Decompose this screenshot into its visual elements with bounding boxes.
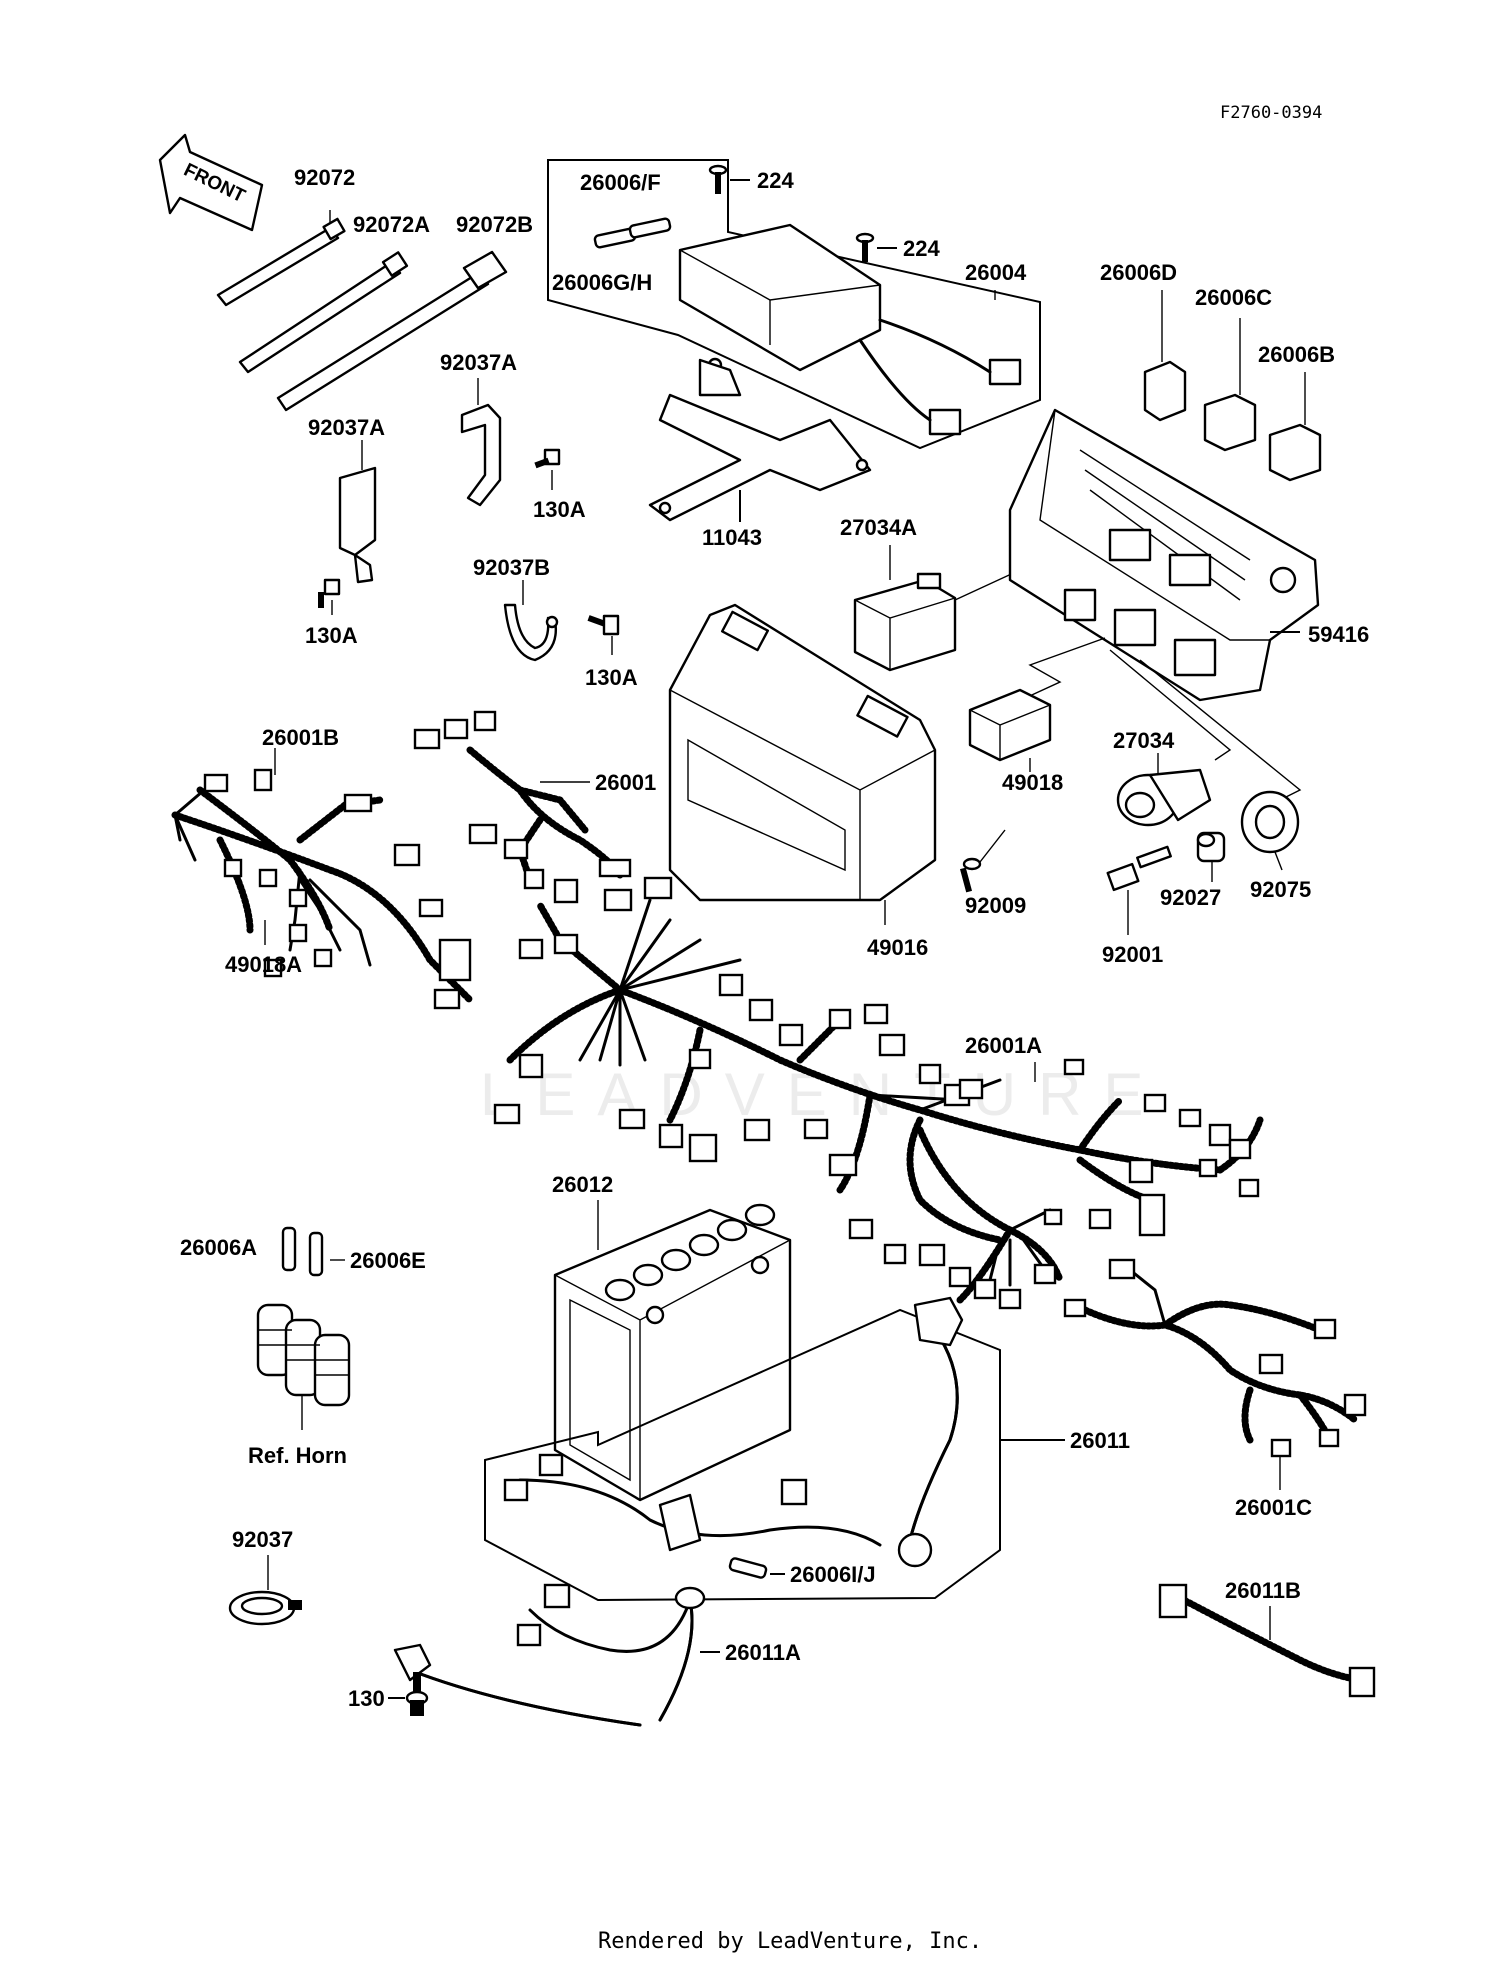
front-arrow: FRONT [158, 133, 264, 232]
diagram-code: F2760-0394 [1220, 103, 1322, 123]
bracket-92037a-upper [460, 403, 502, 507]
cable-tie-92072 [216, 217, 346, 307]
label-130a-mid: 130A [585, 665, 638, 690]
label-92072a: 92072A [353, 212, 430, 237]
watermark: LEADVENTURE [480, 1061, 1165, 1128]
label-130a-upper: 130A [533, 497, 586, 522]
label-224-a: 224 [757, 168, 794, 193]
harness-26001c [1063, 1258, 1367, 1458]
label-26011: 26011 [1070, 1428, 1130, 1453]
label-26006d: 26006D [1100, 260, 1177, 285]
label-92009: 92009 [965, 893, 1026, 918]
fusebox-group-outline [547, 159, 1041, 450]
grommet-92075 [1240, 790, 1300, 854]
label-92037: 92037 [232, 1527, 293, 1552]
screw-92009 [959, 857, 982, 893]
relay-49018 [968, 688, 1052, 762]
screw-224-b [855, 232, 875, 262]
relay-27034a [853, 572, 957, 672]
bolt-130a-left [318, 578, 341, 608]
label-92037a-lower: 92037A [308, 415, 385, 440]
footer-credit: Rendered by LeadVenture, Inc. [598, 1929, 982, 1954]
label-26001c: 26001C [1235, 1495, 1312, 1520]
fuse-box-26004 [678, 223, 1022, 436]
bolt-92001 [1106, 845, 1172, 892]
fuse-26006a [281, 1226, 297, 1272]
label-ref-horn: Ref. Horn [248, 1443, 347, 1468]
label-59416: 59416 [1308, 622, 1369, 647]
label-27034a: 27034A [840, 515, 917, 540]
label-130: 130 [348, 1686, 385, 1711]
ground-cable-26011a [393, 1583, 706, 1727]
battery-cable-group-outline [484, 1308, 1001, 1602]
label-26006e: 26006E [350, 1248, 426, 1273]
label-27034: 27034 [1113, 728, 1175, 753]
relay-27034 [1116, 768, 1212, 827]
relay-26006b [1268, 423, 1322, 482]
battery-cable-26011 [503, 1296, 964, 1568]
label-26006b: 26006B [1258, 342, 1335, 367]
screw-224-a [708, 164, 728, 194]
bracket-92037a-lower [338, 466, 377, 584]
harness-branch-lower [848, 1126, 1064, 1310]
bolt-130a-upper [534, 448, 561, 469]
bolt-130a-mid [587, 614, 620, 636]
label-26001a: 26001A [965, 1033, 1042, 1058]
label-26012: 26012 [552, 1172, 613, 1197]
label-49018: 49018 [1002, 770, 1063, 795]
label-92072: 92072 [294, 165, 355, 190]
harness-26001 [413, 710, 632, 904]
wire-26011b [1158, 1583, 1376, 1698]
clamp-92037 [228, 1590, 302, 1626]
label-26006a: 26006A [180, 1235, 257, 1260]
label-130a-left: 130A [305, 623, 358, 648]
label-92037a-upper: 92037A [440, 350, 517, 375]
harness-26001a [493, 876, 1264, 1244]
label-92001: 92001 [1102, 942, 1163, 967]
label-26001b: 26001B [262, 725, 339, 750]
bolt-130 [405, 1672, 429, 1716]
battery-caps [604, 1203, 776, 1302]
relay-26006c [1203, 393, 1257, 452]
fuses-26006f [593, 217, 672, 249]
label-26001: 26001 [595, 770, 656, 795]
label-26011a: 26011A [725, 1640, 801, 1665]
fuse-holders-horn [256, 1303, 351, 1407]
fuse-26006e [308, 1231, 324, 1277]
harness-26001b [171, 768, 474, 1010]
cable-tie-92072a [238, 251, 409, 374]
fuse-26006ij [728, 1557, 768, 1579]
clamp-92037b [503, 603, 559, 662]
label-26004: 26004 [965, 260, 1027, 285]
label-224-b: 224 [903, 236, 940, 261]
label-49018a: 49018A [225, 952, 302, 977]
label-92037b: 92037B [473, 555, 550, 580]
label-26006c: 26006C [1195, 285, 1272, 310]
collar-92027 [1196, 831, 1226, 863]
label-49016: 49016 [867, 935, 928, 960]
relay-26006d [1143, 360, 1187, 422]
label-11043: 11043 [702, 525, 762, 550]
label-26006f: 26006/F [580, 170, 661, 195]
cable-tie-92072b [276, 250, 508, 412]
label-26006gh: 26006G/H [552, 270, 652, 295]
battery-26012 [553, 1203, 792, 1502]
label-26006ij: 26006I/J [790, 1562, 876, 1587]
battery-case-49016 [668, 603, 937, 902]
label-92072b: 92072B [456, 212, 533, 237]
label-92027: 92027 [1160, 885, 1221, 910]
bracket-11043 [648, 357, 872, 522]
label-92075: 92075 [1250, 877, 1311, 902]
label-26011b: 26011B [1225, 1578, 1301, 1603]
junction-box-59416 [1008, 408, 1320, 702]
